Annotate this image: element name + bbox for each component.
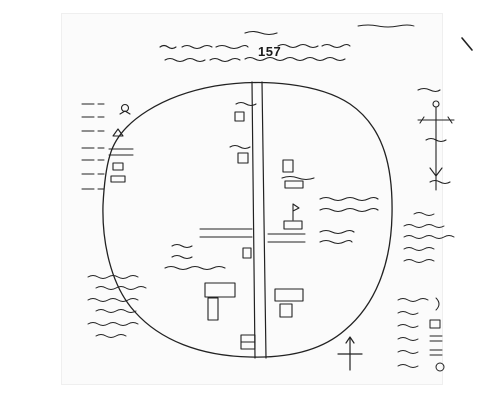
house-icon: [234, 111, 245, 122]
temple-icon: [112, 128, 124, 137]
map-features: [164, 101, 379, 350]
notes-left: [87, 275, 147, 338]
header-handwriting: [159, 24, 473, 63]
temple-icon: [292, 203, 300, 221]
notes-right: [403, 212, 455, 263]
house-icon: [282, 159, 294, 173]
legend-left: [81, 103, 134, 190]
map-number: 157: [258, 44, 282, 59]
compass-icon: [337, 336, 363, 371]
legend-bottom-right: [397, 297, 445, 372]
tree-icon: [417, 87, 455, 191]
scanned-sheet: [62, 14, 442, 384]
main-road: [251, 81, 267, 359]
village-boundary: [102, 81, 393, 358]
house-icon: [112, 162, 124, 171]
well-icon: [120, 103, 130, 113]
road-icon: [108, 148, 134, 156]
house-icon: [237, 152, 249, 164]
branch-road: [199, 228, 306, 243]
school-icon: [204, 282, 236, 298]
